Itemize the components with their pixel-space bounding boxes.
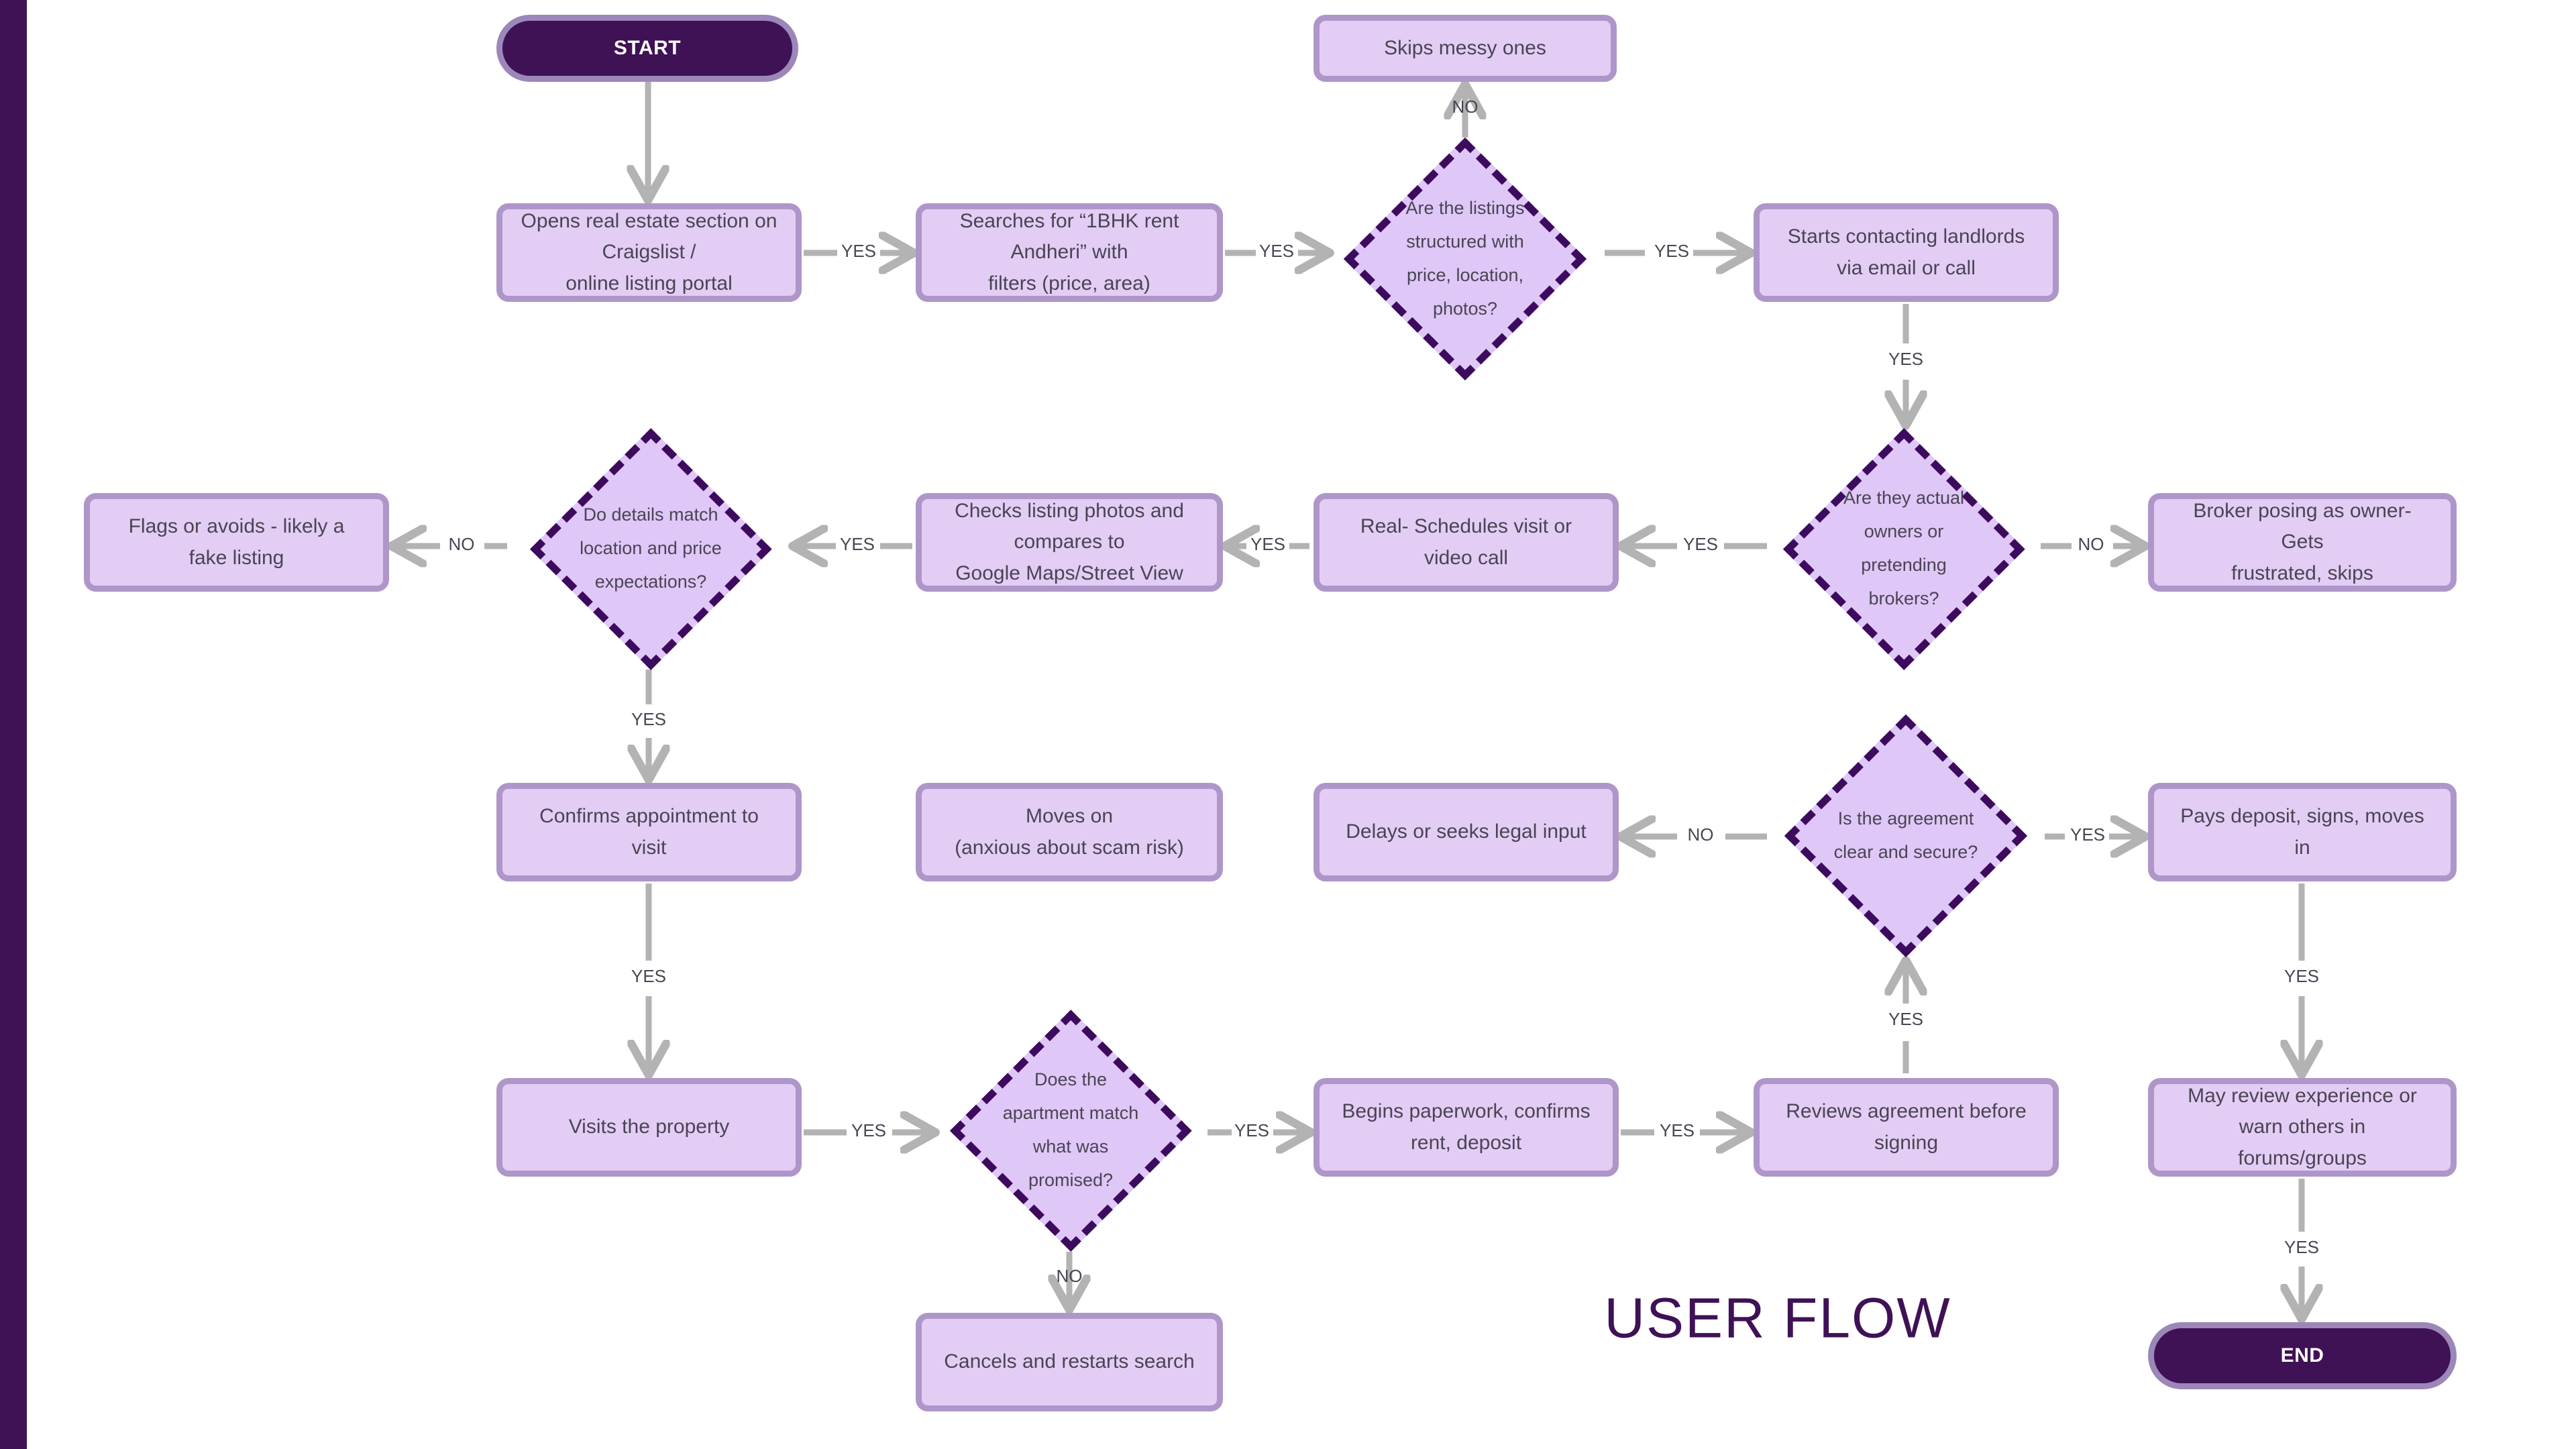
node-start-label: START [613, 37, 682, 59]
node-visits-the-property[interactable]: Visits the property [496, 1078, 802, 1177]
edge-label-details-confirms: YES [631, 709, 667, 729]
edge-label-confirms-visits: YES [631, 966, 667, 986]
node-flags-fake-listing[interactable]: Flags or avoids - likely a fake listing [84, 493, 389, 592]
page-title: USER FLOW [1604, 1286, 1951, 1350]
node-confirms-appointment-label: Confirms appointment to visit [539, 805, 759, 859]
edge-label-contacts-owners: YES [1888, 349, 1924, 369]
edge-label-match-begins: YES [1234, 1120, 1270, 1140]
node-pays-deposit-label: Pays deposit, signs, moves in [2180, 805, 2424, 859]
edge-label-opens-searches: YES [841, 241, 877, 261]
edge-label-real-checks: YES [1250, 534, 1286, 554]
node-cancels-restarts-search[interactable]: Cancels and restarts search [916, 1313, 1223, 1411]
node-opens-listing-portal-label: Opens real estate section on Craigslist … [521, 209, 777, 294]
node-starts-contacting-landlords-label: Starts contacting landlords via email or… [1787, 225, 2025, 279]
edge-label-structured-no: NO [1452, 97, 1479, 117]
node-cancels-restarts-search-label: Cancels and restarts search [944, 1350, 1195, 1373]
node-moves-on[interactable]: Moves on(anxious about scam risk) [916, 783, 1223, 881]
node-opens-listing-portal[interactable]: Opens real estate section on Craigslist … [496, 203, 802, 302]
edge-label-review-end: YES [2284, 1237, 2320, 1257]
edge-label-begins-reviews: YES [1659, 1120, 1695, 1140]
edge-label-checks-details: YES [839, 534, 875, 554]
node-end-label: END [2280, 1344, 2324, 1366]
node-end[interactable]: END [2148, 1322, 2457, 1389]
edge-label-visits-match: YES [851, 1120, 887, 1140]
node-real-schedules-visit[interactable]: Real- Schedules visit or video call [1313, 493, 1619, 592]
edge-label-agreement-pays: YES [2070, 824, 2106, 845]
edge-label-owners-real: YES [1682, 534, 1719, 554]
edge-label-searches-structured: YES [1258, 241, 1295, 261]
node-begins-paperwork[interactable]: Begins paperwork, confirms rent, deposit [1313, 1078, 1619, 1177]
node-starts-contacting-landlords[interactable]: Starts contacting landlords via email or… [1754, 203, 2059, 302]
node-pays-deposit[interactable]: Pays deposit, signs, moves in [2148, 783, 2457, 881]
node-reviews-agreement-label: Reviews agreement before signing [1786, 1100, 2027, 1154]
node-moves-on-label: Moves on(anxious about scam risk) [955, 805, 1184, 859]
edge-label-owners-broker: NO [2078, 534, 2104, 554]
node-start[interactable]: START [496, 15, 798, 82]
edge-label-agreement-delays: NO [1687, 824, 1714, 845]
node-begins-paperwork-label: Begins paperwork, confirms rent, deposit [1342, 1100, 1591, 1154]
node-skips-messy-ones-label: Skips messy ones [1384, 36, 1546, 59]
node-reviews-agreement[interactable]: Reviews agreement before signing [1754, 1078, 2059, 1177]
node-delays-or-seeks-legal-input-label: Delays or seeks legal input [1346, 820, 1587, 843]
edge-label-details-flags: NO [448, 534, 475, 554]
node-confirms-appointment[interactable]: Confirms appointment to visit [496, 783, 802, 881]
edge-label-structured-contacts: YES [1654, 241, 1690, 261]
node-real-schedules-visit-label: Real- Schedules visit or video call [1360, 515, 1572, 569]
left-accent-bar [0, 0, 27, 1449]
node-skips-messy-ones[interactable]: Skips messy ones [1313, 15, 1617, 82]
edge-label-match-cancels: NO [1056, 1266, 1083, 1286]
node-flags-fake-listing-label: Flags or avoids - likely a fake listing [128, 515, 345, 569]
edge-label-reviews-agreement: YES [1888, 1009, 1924, 1029]
node-delays-or-seeks-legal-input[interactable]: Delays or seeks legal input [1313, 783, 1619, 881]
node-visits-the-property-label: Visits the property [568, 1116, 730, 1138]
edge-label-pays-review: YES [2284, 966, 2320, 986]
